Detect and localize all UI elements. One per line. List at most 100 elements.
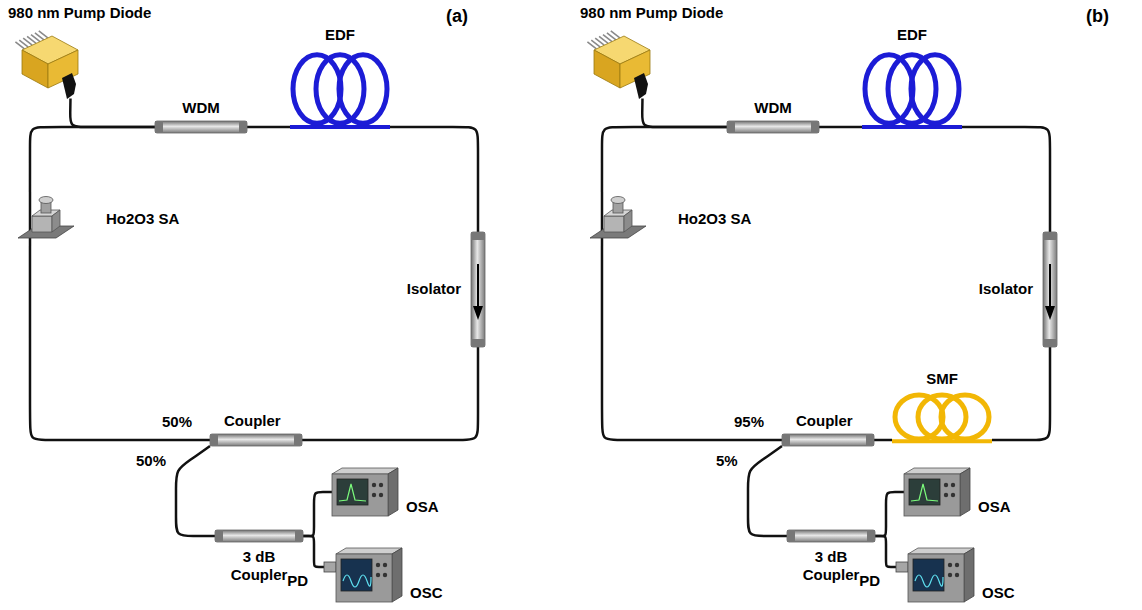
coupler-body [787,530,875,542]
component-label: OSA [406,498,439,516]
component-graphic [16,192,76,246]
split-ratio: 95% [734,413,764,431]
isolator-cap [1043,339,1057,347]
instrument-screen [337,479,368,505]
component-graphic [210,434,302,446]
panel-letter: (b) [1086,6,1109,26]
coupler-cap [787,530,795,542]
photodetector-body [324,562,336,572]
component-label: OSC [410,584,443,602]
component-label: Ho2O3 SA [106,210,179,228]
component-graphic [908,548,974,602]
isolator-cap [471,339,485,347]
screen-trace [915,575,943,587]
instrument-knob [955,563,959,567]
oscilloscope: OSC [336,548,402,602]
coupler-cap [294,434,302,446]
isolator: Isolator [471,232,485,347]
fiber-loop [941,395,989,439]
optical-fiber [874,439,892,442]
component-label: 3 dB Coupler [795,548,867,584]
instrument-knob [372,483,376,487]
coupler-body [782,434,874,446]
component-graphic [584,28,652,100]
screen-trace [339,484,366,501]
coupler-body [727,121,819,133]
component-label: Coupler [224,412,281,430]
coupler-body [210,434,302,446]
coupler-body [215,530,303,542]
instrument-knob [948,563,952,567]
component-graphic [336,548,402,602]
photodetector-body [896,562,908,572]
coupler-cap [239,121,247,133]
component-label: PD [859,572,880,590]
edf-coil: EDF [862,50,962,128]
isolator-body [471,232,485,347]
optical-fiber [176,446,215,536]
instrument-side [964,548,974,602]
coupler-body [155,121,247,133]
diode-ferrule [634,73,648,99]
optical-fiber [302,347,478,440]
instrument-side [960,468,970,516]
isolator-body [1043,232,1057,347]
component-label: Coupler [796,412,853,430]
component-graphic [1043,232,1057,347]
component-graphic [290,50,390,128]
isolator-cap [1043,232,1057,240]
instrument-knob [951,493,955,497]
instrument-knob [948,573,952,577]
wdm-coupler: WDM [727,121,819,133]
component-graphic [155,121,247,133]
osa-instrument: OSA [904,468,970,516]
instrument-screen [913,559,944,591]
optical-fiber [875,536,896,567]
instrument-front [332,474,388,516]
diode-front [594,50,620,88]
sa-block [604,216,624,232]
optical-fiber [992,347,1050,440]
photodetector: PD [324,562,336,572]
instrument-screen [909,479,940,505]
wdm-coupler: WDM [155,121,247,133]
coupler-cap [215,530,223,542]
coupler-cap [867,530,875,542]
saturable-absorber: Ho2O3 SA [16,192,76,246]
component-graphic [892,392,992,442]
split-ratio: 50% [136,452,166,470]
pump-diode: 980 nm Pump Diode [12,28,80,100]
output-coupler: Coupler [782,434,874,446]
instrument-knob [376,573,380,577]
diode-ferrule [62,73,76,99]
component-graphic [332,468,398,516]
3db-coupler: 3 dB Coupler [215,530,303,542]
optical-fiber [30,246,210,440]
sa-block-side [624,210,632,232]
instrument-knob [372,493,376,497]
pump-diode: 980 nm Pump Diode [584,28,652,100]
coupler-cap [210,434,218,446]
component-graphic [588,192,648,246]
optical-fiber [390,127,478,232]
instrument-top [332,468,398,474]
fiber-loop [339,55,387,124]
instrument-side [392,548,402,602]
diode-front [22,50,48,88]
component-graphic [896,562,908,572]
component-label: OSC [982,584,1015,602]
panel-letter: (a) [446,6,468,26]
component-label: OSA [978,498,1011,516]
component-label: 980 nm Pump Diode [580,4,723,22]
coupler-cap [295,530,303,542]
fiber-loop [911,55,959,124]
split-ratio: 50% [162,413,192,431]
optical-fiber [748,446,787,536]
instrument-top [336,548,402,554]
sa-knob [39,197,53,204]
instrument-knob [951,483,955,487]
screen-trace [911,484,938,501]
instrument-screen [341,559,372,591]
diode-pin [39,31,48,38]
instrument-knob [944,493,948,497]
